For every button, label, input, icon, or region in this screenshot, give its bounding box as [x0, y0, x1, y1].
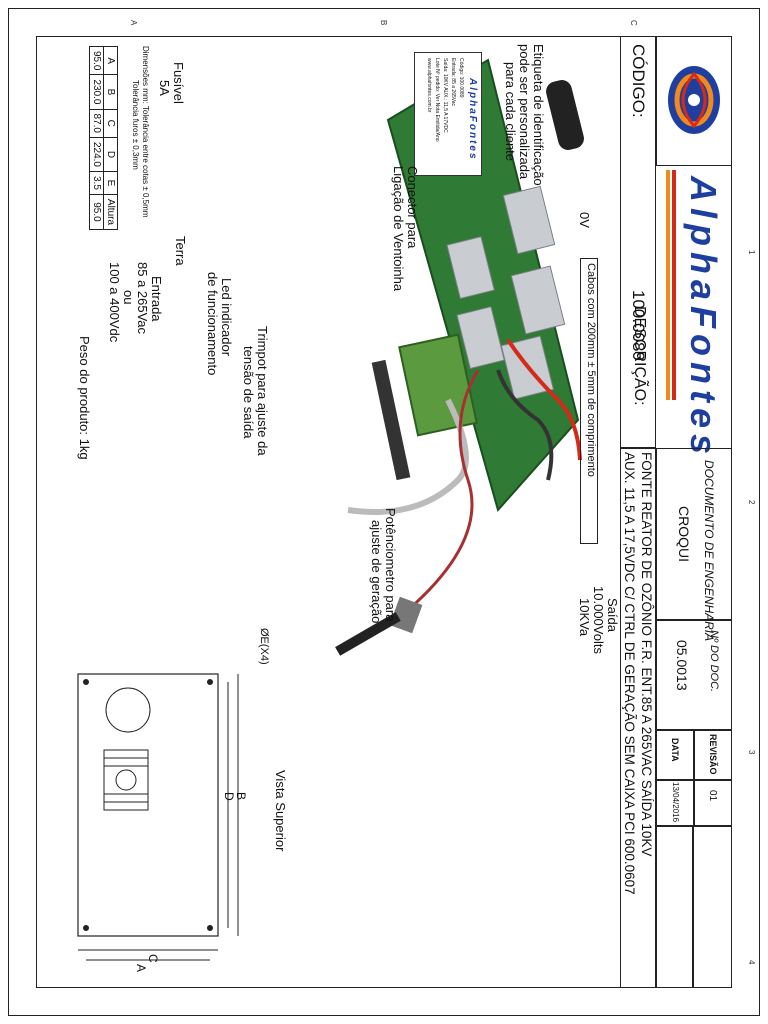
- dims-note-2: Tolerância furos ± 0,3mm: [131, 80, 140, 170]
- doc-type-cell: [656, 448, 732, 620]
- vista-label: Vista Superior: [273, 770, 288, 852]
- saida-line-3: 10KVa: [577, 598, 592, 637]
- revisao-label: REVISÃO: [708, 734, 718, 775]
- led-line-1: Led indicador: [219, 278, 234, 357]
- revision-grid-line: [692, 826, 694, 988]
- doc-no-cell: [656, 620, 732, 730]
- data-label: DATA: [670, 738, 680, 762]
- dims-header-e: E: [103, 171, 118, 195]
- brand-underline-orange: [666, 170, 670, 400]
- codigo-label: CÓDIGO:: [629, 44, 648, 118]
- top-view-drawing: [77, 673, 239, 961]
- sticker-line-3: Saída: 10KV AUX.: 11,5 A 17VDC: [442, 58, 448, 133]
- dim-c-label: C: [146, 954, 160, 963]
- zero-v-label: 0V: [577, 212, 592, 228]
- zone-side-b: B: [379, 20, 388, 26]
- doc-type: DOCUMENTO DE ENGENHARIA: [702, 460, 716, 642]
- doc-no-label: Nº DO DOC.: [708, 630, 720, 693]
- saida-line-2: 10.000Volts: [591, 586, 606, 654]
- dim-a-label: A: [134, 964, 148, 973]
- sticker-line-2: Entrada: 85 a 265Vac: [450, 58, 456, 106]
- saida-line-1: Saída: [605, 598, 620, 632]
- dims-header-b: B: [103, 74, 118, 109]
- fusivel-label: Fusível: [171, 62, 186, 104]
- peso-label: Peso do produto: 1kg: [77, 336, 92, 460]
- dims-header-d: D: [103, 137, 118, 172]
- dims-table-wrap: A B C D E Altura 95.0 230.0 87.0 224.0 3…: [89, 46, 118, 230]
- dims-header-c: C: [103, 109, 118, 138]
- potenciometro-line-1: Potênciometro para: [383, 508, 398, 622]
- trimpot-line-1: Trimpot para ajuste da: [255, 326, 270, 456]
- dims-value-c: 87.0: [89, 109, 104, 138]
- entrada-line-4: 100 a 400Vdc: [107, 262, 122, 343]
- doc-no-value: 05.0013: [674, 640, 690, 691]
- dims-value-e: 3.5: [89, 171, 104, 195]
- zone-top-4: 4: [747, 960, 756, 965]
- data-value: 13/04/2016: [671, 782, 680, 823]
- dims-value-b: 230.0: [89, 74, 104, 109]
- cabos-note: Cabos com 200mm ± 5mm de comprimento: [580, 258, 598, 544]
- alphafontes-logo-icon: [668, 66, 720, 134]
- doc-subtype: CROQUI: [676, 506, 692, 562]
- dim-d-label: D: [222, 792, 236, 801]
- zone-top-1: 1: [747, 250, 756, 255]
- dims-value-d: 224.0: [89, 137, 104, 172]
- sticker-line-5: www.alphafontes.com.br: [426, 58, 432, 113]
- conector-line-1: Conector para: [405, 166, 420, 249]
- revisao-value-cell: [694, 780, 732, 826]
- terra-label: Terra: [173, 236, 188, 266]
- conector-line-2: Ligação de Ventoinha: [391, 166, 406, 292]
- revision-grid: [656, 826, 732, 988]
- sticker-line-1: Código: 100.0089: [458, 58, 464, 98]
- fusivel-rating: 5A: [157, 80, 172, 96]
- brand-wordmark: AlphaFontes: [683, 176, 724, 461]
- dims-value-a: 95.0: [89, 46, 104, 75]
- zone-side-c: C: [629, 20, 638, 26]
- descricao-label: DESCRIÇÃO:: [631, 306, 648, 406]
- led-line-2: de funcionamento: [205, 272, 220, 376]
- etiqueta-line-2: pode ser personalizada: [517, 44, 532, 180]
- dims-table: A B C D E Altura 95.0 230.0 87.0 224.0 3…: [89, 46, 118, 230]
- zone-top-2: 2: [747, 500, 756, 505]
- sticker-line-4: Lote Nº pedido: Ver Nota Emitida/Ano: [434, 58, 440, 142]
- revisao-value: 01: [707, 790, 718, 802]
- etiqueta-line-1: Etiqueta de identificação: [531, 44, 546, 186]
- descricao-line-1: FONTE REATOR DE OZÔNIO F.R. ENT.85 A 265…: [639, 452, 654, 857]
- entrada-line-3: ou: [121, 290, 136, 305]
- etiqueta-line-3: para cada cliente: [503, 62, 518, 162]
- dim-e-label: ØE(X4): [258, 628, 270, 665]
- entrada-line-2: 85 a 265Vac: [135, 262, 150, 335]
- zone-side-a: A: [129, 20, 138, 26]
- brand-underline-red: [672, 170, 676, 400]
- trimpot-line-2: tensão de saída: [241, 346, 256, 439]
- dim-b-label: B: [234, 792, 248, 801]
- potentiometer-cable: [335, 369, 480, 656]
- sticker-brand: AlphaFontes: [467, 78, 478, 161]
- zone-top-3: 3: [747, 750, 756, 755]
- dims-header-altura: Altura: [103, 194, 118, 230]
- entrada-line-1: Entrada: [149, 276, 164, 322]
- potenciometro-line-2: ajuste de geração: [369, 520, 384, 624]
- dims-value-altura: 95.0: [89, 194, 104, 230]
- dims-header-a: A: [103, 46, 118, 75]
- descricao-line-2: AUX. 11,5 A 17,5VDC C/ CTRL DE GERAÇÃO S…: [622, 452, 637, 895]
- dims-note-1: Dimensões mm: Tolerância entre cotas ± 0…: [141, 46, 150, 218]
